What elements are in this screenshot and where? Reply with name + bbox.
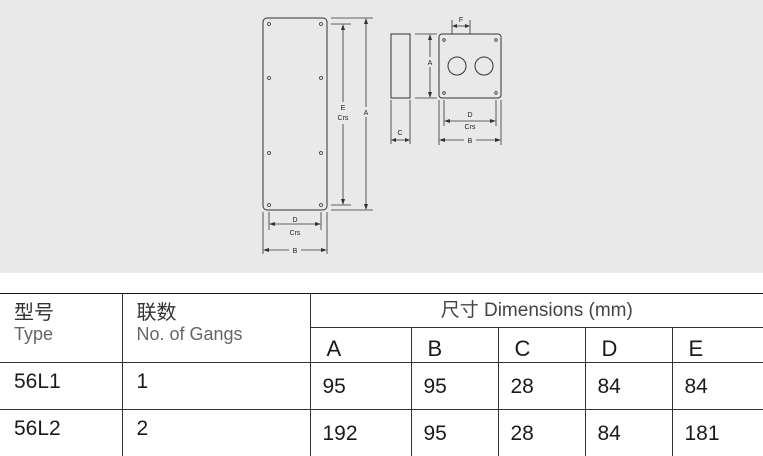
column-header-e: E	[672, 328, 763, 363]
knockout-hole	[475, 57, 493, 75]
dim-label-d: D	[292, 217, 297, 224]
row-type: 56L1	[0, 363, 122, 410]
dimensions-title: 尺寸 Dimensions (mm)	[310, 294, 763, 328]
row-value-b: 95	[411, 410, 498, 456]
screw-hole	[320, 204, 323, 207]
side-view: C	[391, 34, 410, 144]
front-plate-outline	[263, 18, 327, 210]
table-header-row: 型号 Type 联数 No. of Gangs 尺寸 Dimensions (m…	[0, 294, 763, 328]
dim-label-top-d: D	[467, 112, 472, 119]
row-value-a: 95	[310, 363, 411, 410]
dim-label-a: A	[364, 110, 369, 117]
gangs-header-en: No. of Gangs	[137, 324, 310, 344]
row-gangs: 2	[122, 410, 310, 456]
technical-drawing-panel: E Crs A D Crs B	[0, 0, 763, 273]
gangs-header-cell: 联数 No. of Gangs	[122, 294, 310, 363]
side-profile-outline	[391, 34, 410, 98]
dim-label-d-crs: Crs	[290, 230, 301, 237]
screw-hole	[268, 77, 271, 80]
front-view: E Crs A D Crs B	[263, 18, 373, 255]
screw-hole	[268, 152, 271, 155]
row-value-c: 28	[498, 363, 585, 410]
screw-hole	[320, 77, 323, 80]
table-row: 56L1 1 95 95 28 84 84	[0, 363, 763, 410]
column-header-a: A	[310, 328, 411, 363]
dim-label-f: F	[459, 17, 463, 24]
dim-label-top-b: B	[468, 138, 473, 145]
column-header-d: D	[585, 328, 672, 363]
column-header-c: C	[498, 328, 585, 363]
row-value-e: 181	[672, 410, 763, 456]
row-value-d: 84	[585, 363, 672, 410]
dim-label-top-a: A	[428, 60, 433, 67]
screw-hole	[320, 23, 323, 26]
dimension-drawing: E Crs A D Crs B	[0, 0, 763, 273]
type-header-cn: 型号	[14, 302, 54, 324]
row-value-b: 95	[411, 363, 498, 410]
row-value-c: 28	[498, 410, 585, 456]
row-value-d: 84	[585, 410, 672, 456]
row-gangs: 1	[122, 363, 310, 410]
screw-hole	[268, 204, 271, 207]
row-type: 56L2	[0, 410, 122, 456]
screw-hole	[320, 152, 323, 155]
column-header-b: B	[411, 328, 498, 363]
dim-label-e-crs: Crs	[338, 115, 349, 122]
gangs-header-cn: 联数	[137, 302, 177, 324]
dim-label-top-d-crs: Crs	[465, 124, 476, 131]
top-view: F A D Crs B	[415, 17, 501, 145]
table-row: 56L2 2 192 95 28 84 181	[0, 410, 763, 456]
dim-label-b: B	[293, 248, 298, 255]
dim-label-e: E	[341, 105, 346, 112]
type-header-cell: 型号 Type	[0, 294, 122, 363]
row-value-e: 84	[672, 363, 763, 410]
screw-hole	[268, 23, 271, 26]
knockout-hole	[448, 57, 466, 75]
row-value-a: 192	[310, 410, 411, 456]
dim-label-c: C	[397, 130, 402, 137]
type-header-en: Type	[14, 324, 122, 344]
